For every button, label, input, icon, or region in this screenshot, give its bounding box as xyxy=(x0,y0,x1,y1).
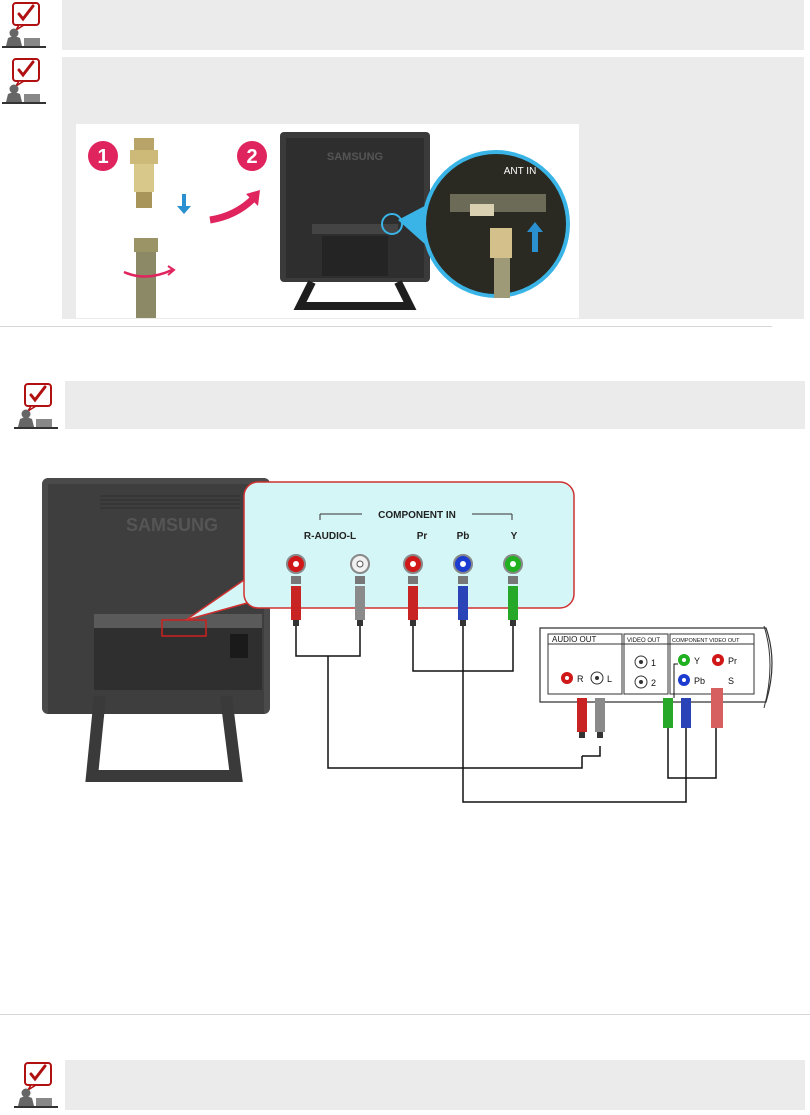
s-out-label: S xyxy=(728,676,734,686)
video-out-label: VIDEO OUT xyxy=(627,638,660,644)
antenna-connection-diagram: 1 2 SAMSUNG ANT IN xyxy=(76,124,579,318)
note-icon xyxy=(14,1062,58,1108)
section-divider xyxy=(0,326,772,327)
video-2-label: 2 xyxy=(651,678,656,688)
l-label: L xyxy=(607,674,612,684)
note-icon xyxy=(2,58,46,104)
y-out-label: Y xyxy=(694,656,700,666)
step-2-label: 2 xyxy=(246,146,257,168)
component-video-out-label: COMPONENT VIDEO OUT xyxy=(672,638,740,644)
step-1-label: 1 xyxy=(97,146,108,168)
note-box xyxy=(65,381,805,429)
pb-out-label: Pb xyxy=(694,676,705,686)
ant-in-label: ANT IN xyxy=(504,166,537,177)
note-icon xyxy=(14,383,58,429)
section-divider xyxy=(0,1014,810,1015)
pb-port-label: Pb xyxy=(457,531,470,542)
note-box xyxy=(62,0,804,50)
video-1-label: 1 xyxy=(651,658,656,668)
note-box xyxy=(65,1060,805,1110)
audio-port-label: R-AUDIO-L xyxy=(304,531,356,542)
pr-port-label: Pr xyxy=(417,531,428,542)
audio-out-label: AUDIO OUT xyxy=(552,635,597,644)
y-port-label: Y xyxy=(511,531,518,542)
monitor-back: SAMSUNG xyxy=(42,478,270,776)
component-source-device: AUDIO OUT VIDEO OUT COMPONENT VIDEO OUT … xyxy=(540,626,772,708)
tv-brand-label: SAMSUNG xyxy=(327,151,383,163)
r-label: R xyxy=(577,674,584,684)
tv-brand-label: SAMSUNG xyxy=(126,515,218,535)
note-icon xyxy=(2,2,46,48)
pr-out-label: Pr xyxy=(728,656,737,666)
component-in-label: COMPONENT IN xyxy=(378,510,456,521)
component-connection-diagram: SAMSUNG COMPONENT IN R-AUDIO-L Pr Pb Y xyxy=(40,476,780,806)
